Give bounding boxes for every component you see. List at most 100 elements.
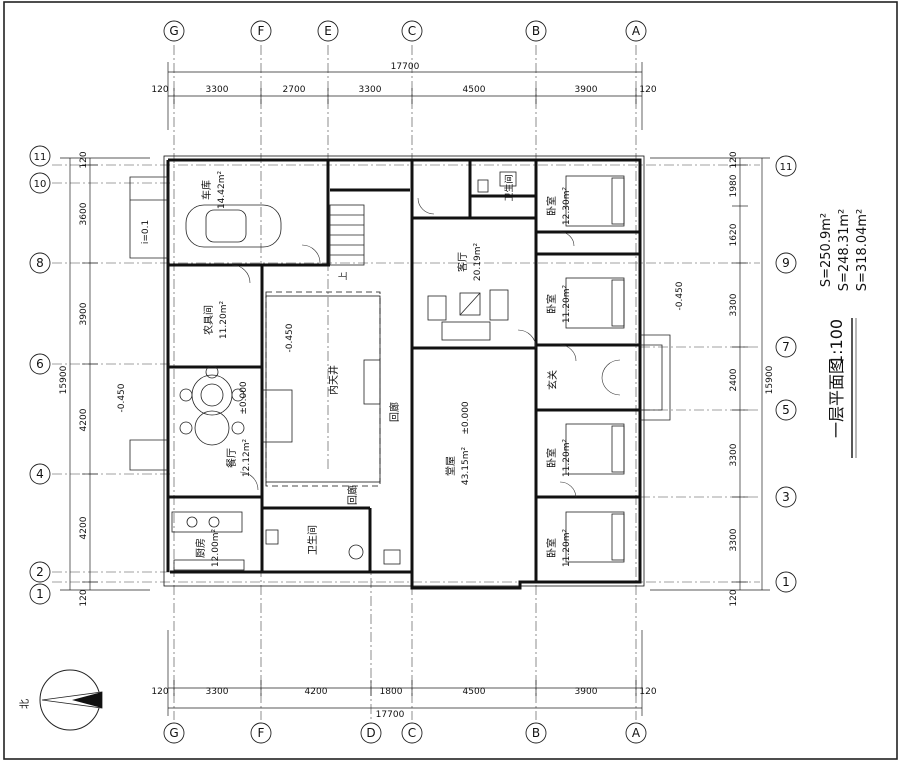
room-label-hall: 堂屋 — [445, 456, 457, 476]
dim-bottom-1: 120 — [151, 687, 168, 697]
axis-label-right-5: 5 — [782, 403, 790, 417]
room-label-corridor-2: 回廊 — [346, 485, 359, 505]
room-area-bedroom-4: 11.20m² — [562, 529, 572, 568]
dim-right-8: 120 — [729, 589, 739, 606]
drawing-scale: 1:100 — [827, 319, 846, 365]
axis-label-top-g: G — [169, 24, 178, 38]
dim-left-4: 4200 — [79, 408, 89, 431]
dim-right-3: 1620 — [729, 223, 739, 246]
axis-label-top-b: B — [532, 24, 540, 38]
stair-up-label: 上 — [338, 271, 349, 280]
room-label-kitchen: 厨房 — [194, 538, 207, 558]
elevation-east: -0.450 — [675, 281, 685, 310]
dim-top-4: 3300 — [359, 85, 382, 95]
dim-top-2: 3300 — [206, 85, 229, 95]
room-area-living: 20.19m² — [473, 243, 483, 282]
axis-label-bottom-a: A — [632, 726, 641, 740]
dim-right-4: 3300 — [729, 293, 739, 316]
elevation-hall: ±0.000 — [461, 401, 471, 435]
dim-bottom-2: 3300 — [206, 687, 229, 697]
dim-bottom-6: 3900 — [575, 687, 598, 697]
axis-bubbles — [29, 20, 797, 744]
axis-label-right-7: 7 — [782, 340, 790, 354]
elevation-dining: ±0.000 — [239, 381, 249, 415]
dim-bottom-4: 1800 — [380, 687, 403, 697]
elevation-courtyard: -0.450 — [285, 323, 295, 352]
axis-label-left-2: 2 — [36, 565, 44, 579]
room-label-courtyard: 内天井 — [327, 365, 340, 395]
room-label-wc-right: 卫生间 — [503, 174, 515, 201]
axis-label-left-1: 1 — [36, 587, 44, 601]
dim-bottom-total: 17700 — [376, 710, 405, 720]
bed-2 — [565, 277, 625, 329]
axis-label-bottom-g: G — [169, 726, 178, 740]
axis-label-bottom-c: C — [408, 726, 416, 740]
door-swings — [231, 197, 621, 498]
area-line-2: S=248.31m² — [837, 209, 852, 292]
room-label-bedroom-1: 卧室 — [545, 196, 558, 216]
axis-label-left-6: 6 — [36, 357, 44, 371]
dim-right-7: 3300 — [729, 528, 739, 551]
dim-top-6: 3900 — [575, 85, 598, 95]
room-label-bedroom-4: 卧室 — [545, 538, 558, 558]
area-line-1: S=250.9m² — [819, 213, 834, 287]
room-label-entry: 玄关 — [546, 370, 559, 390]
area-line-3: S=318.04m² — [855, 209, 870, 292]
dim-left-6: 120 — [79, 589, 89, 606]
axis-label-left-8: 8 — [36, 256, 44, 270]
dim-top-7: 120 — [639, 85, 656, 95]
bed-4 — [565, 511, 625, 563]
north-label: 北 — [19, 699, 31, 709]
axis-grid — [52, 45, 760, 720]
dim-top-1: 120 — [151, 85, 168, 95]
axis-label-top-c: C — [408, 24, 416, 38]
room-area-garage: 14.42m² — [217, 171, 227, 210]
axis-label-right-11: 11 — [780, 162, 793, 173]
dim-top-5: 4500 — [463, 85, 486, 95]
dim-right-total: 15900 — [765, 365, 775, 394]
dim-left-5: 4200 — [79, 516, 89, 539]
room-area-hall: 43.15m² — [461, 447, 471, 486]
furniture — [129, 171, 671, 571]
dim-top-3: 2700 — [283, 85, 306, 95]
room-label-dining: 餐厅 — [225, 448, 238, 468]
room-label-corridor-1: 回廊 — [388, 402, 401, 422]
elevation-west: -0.450 — [117, 383, 127, 412]
room-label-wc-left: 卫生间 — [306, 525, 319, 555]
dim-bottom-7: 120 — [639, 687, 656, 697]
axis-label-top-e: E — [324, 24, 332, 38]
axis-label-left-4: 4 — [36, 467, 44, 481]
room-area-tool-room: 11.20m² — [219, 301, 229, 340]
room-area-kitchen: 12.00m² — [211, 529, 221, 568]
dim-left-total: 15900 — [59, 365, 69, 394]
drawing-title: 一层平面图 — [827, 358, 846, 438]
room-area-dining: 12.12m² — [242, 439, 252, 478]
sheet-frame — [3, 1, 898, 760]
bed-3 — [565, 423, 625, 475]
room-area-bedroom-3: 11.20m² — [562, 439, 572, 478]
dim-right-2: 1980 — [729, 174, 739, 197]
room-area-bedroom-2: 11.20m² — [562, 285, 572, 324]
ramp-slope: i=0.1 — [141, 220, 151, 244]
dim-right-5: 2400 — [729, 368, 739, 391]
dimension-lines — [60, 62, 770, 716]
axis-label-bottom-f: F — [258, 726, 265, 740]
room-label-tool-room: 农具间 — [202, 305, 215, 335]
bed-1 — [565, 175, 625, 227]
dim-bottom-3: 4200 — [305, 687, 328, 697]
axis-label-left-11: 11 — [34, 152, 47, 163]
axis-label-bottom-b: B — [532, 726, 540, 740]
axis-label-top-f: F — [258, 24, 265, 38]
dim-right-1: 120 — [729, 151, 739, 168]
room-label-bedroom-2: 卧室 — [545, 294, 558, 314]
axis-label-left-10: 10 — [34, 179, 47, 190]
room-area-bedroom-1: 12.30m² — [562, 187, 572, 226]
dim-left-2: 3600 — [79, 202, 89, 225]
north-arrow: 北 — [19, 669, 103, 731]
dim-left-3: 3900 — [79, 302, 89, 325]
room-label-garage: 车库 — [200, 180, 213, 200]
dim-top-total: 17700 — [391, 62, 420, 72]
axis-label-right-9: 9 — [782, 256, 790, 270]
room-label-bedroom-3: 卧室 — [545, 448, 558, 468]
